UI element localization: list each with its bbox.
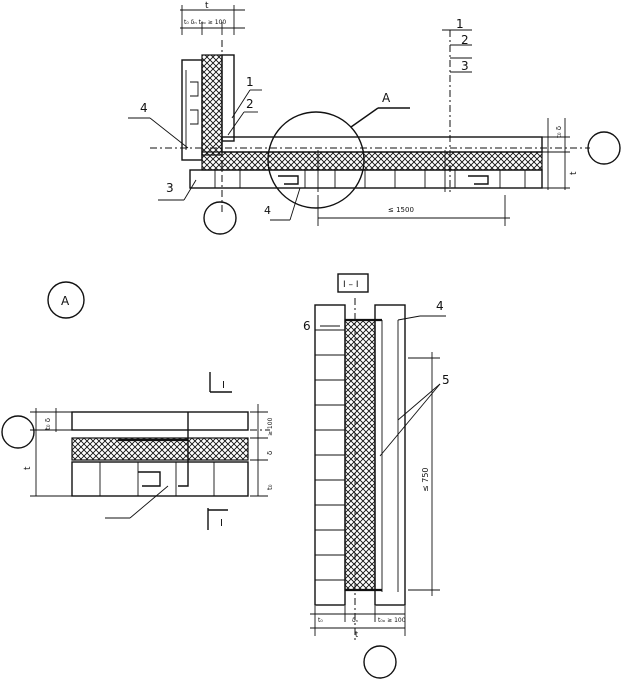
section-dim-b3: t₀ₒ ≥ 100 — [378, 617, 406, 624]
detail-circle — [267, 111, 365, 209]
section-axis-bubble — [363, 645, 397, 679]
detail-a-brick — [71, 461, 249, 497]
dim-right-total: t — [569, 171, 579, 175]
section-dim-b2: δₙ — [352, 617, 359, 624]
dim-right: t₀ δ — [555, 126, 563, 138]
section-inner-layer — [374, 304, 406, 606]
section-title-box — [337, 273, 369, 293]
vertical-wall-insulation — [201, 54, 223, 156]
detail-a-insulation — [71, 437, 249, 461]
detail-a-title: A — [61, 294, 70, 308]
detail-a-axis-bubble — [1, 415, 35, 449]
detail-a-section-mark-bottom: I — [220, 518, 223, 529]
section-callout-5: 5 — [442, 373, 450, 387]
section-callout-4: 4 — [436, 299, 444, 313]
callout-3: 3 — [166, 181, 174, 195]
callout-1: 1 — [246, 75, 254, 89]
detail-a-dim-total: t — [23, 466, 33, 470]
stack-label-2: 2 — [461, 33, 469, 47]
tie-anchor — [468, 175, 489, 185]
section-dim-total: t — [355, 630, 358, 639]
section-view: I – I ≤ 750 t₀ δₙ t₀ₒ ≥ 100 t — [303, 273, 450, 679]
detail-a-dim-1: t₀ δ — [44, 418, 52, 430]
section-insulation — [344, 319, 376, 591]
detail-a-section-mark-top: I — [222, 380, 225, 391]
section-dim-b1: t₀ — [318, 617, 323, 624]
section-title: I – I — [343, 280, 359, 290]
stack-label-1: 1 — [456, 17, 464, 31]
callout-2: 2 — [246, 97, 254, 111]
callout-4-bottom: 4 — [264, 204, 271, 217]
horizontal-wall — [189, 136, 543, 192]
axis-bubble — [203, 201, 237, 235]
vertical-wall-inner-layer — [221, 54, 235, 142]
dim-top-total: t — [205, 1, 209, 11]
main-plan-view: A t t₀ δₙ t₀ₒ ≥ 100 t₀ δ t ≤ 1500 — [128, 1, 621, 235]
detail-a-dim-4: t₀ — [266, 484, 274, 490]
callout-4: 4 — [140, 101, 148, 115]
section-callout-6: 6 — [303, 319, 311, 333]
detail-a-view: A t₀ δ t ≥ 100 δ t₀ I I — [1, 281, 274, 530]
detail-a-tie — [138, 471, 161, 487]
tie-anchor — [278, 175, 299, 185]
horizontal-wall-brick — [189, 169, 543, 189]
axis-bubble — [587, 131, 621, 165]
dim-bottom: ≤ 1500 — [388, 206, 414, 214]
detail-a-dim-2: ≥ 100 — [267, 417, 274, 436]
vertical-wall — [181, 54, 235, 161]
detail-marker-label: A — [382, 91, 391, 105]
horizontal-wall-insulation — [201, 151, 543, 171]
dim-top-parts: t₀ δₙ t₀ₒ ≥ 100 — [184, 19, 226, 26]
detail-a-inner-layer — [71, 411, 249, 431]
section-dim-vertical: ≤ 750 — [421, 467, 430, 492]
detail-a-marker — [47, 281, 85, 319]
stack-label-3: 3 — [461, 59, 469, 73]
detail-a-dim-3: δ — [266, 451, 274, 455]
